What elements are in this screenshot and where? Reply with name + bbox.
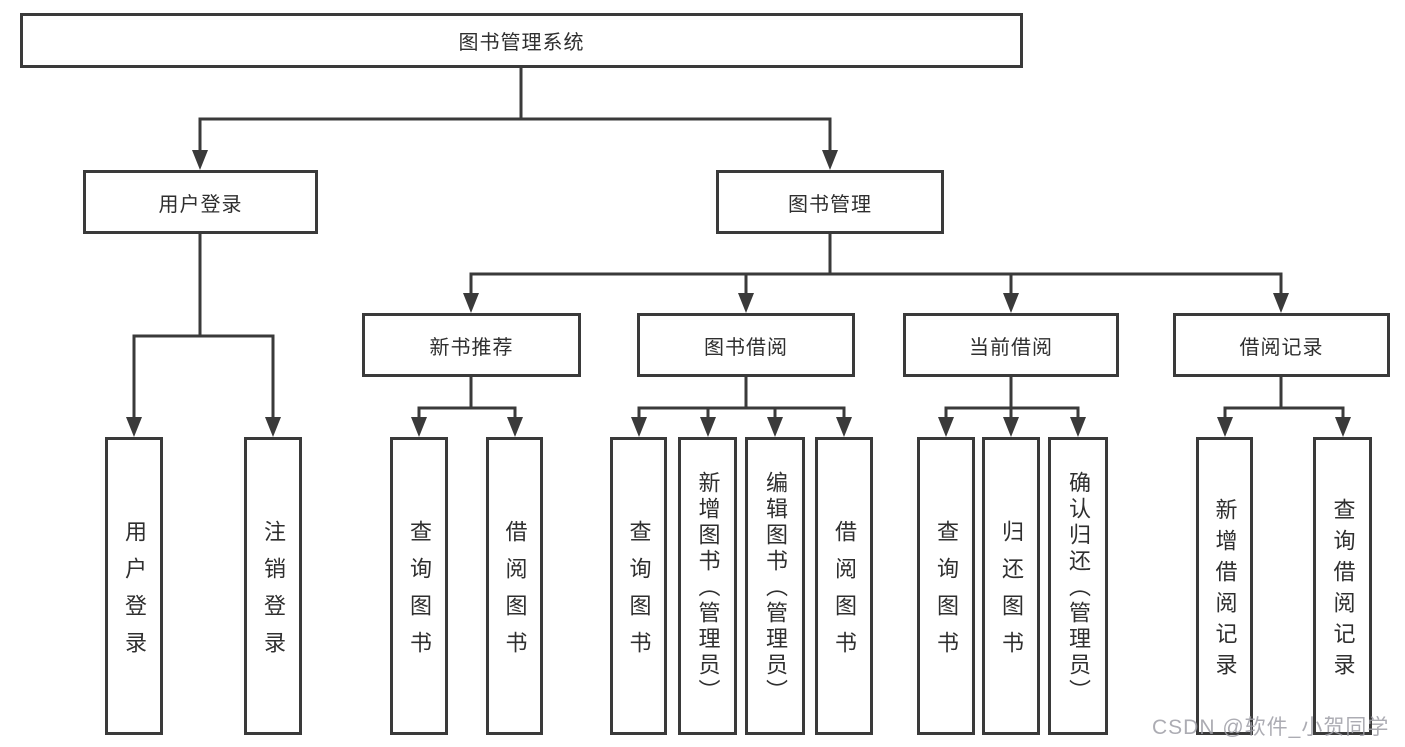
leaf-logout-label: 注销登录 [261,519,286,668]
leaf-edit-book-admin: 编辑图书（管理员） [745,437,805,735]
leaf-return-book: 归还图书 [982,437,1040,735]
node-user-login-group: 用户登录 [83,170,318,234]
leaf-confirm-return-admin: 确认归还（管理员） [1048,437,1108,735]
leaf-edit-book-admin-label: 编辑图书（管理员） [763,471,788,705]
leaf-user-login: 用户登录 [105,437,163,735]
node-book-borrowing: 图书借阅 [637,313,855,377]
leaf-add-borrow-record-label: 新增借阅记录 [1212,497,1238,684]
node-new-book-recommend-label: 新书推荐 [429,336,514,359]
leaf-add-book-admin-label: 新增图书（管理员） [695,471,721,705]
node-borrow-records-label: 借阅记录 [1239,336,1324,359]
leaf-add-borrow-record: 新增借阅记录 [1196,437,1253,735]
node-user-login-label: 用户登录 [158,193,243,216]
leaf-borrow-book-label: 借阅图书 [832,519,857,668]
leaf-borrow-book: 借阅图书 [815,437,873,735]
leaf-borrow-book-recommend: 借阅图书 [486,437,543,735]
leaf-return-book-label: 归还图书 [999,519,1024,668]
node-book-borrowing-label: 图书借阅 [704,336,788,359]
leaf-confirm-return-admin-label: 确认归还（管理员） [1066,471,1091,705]
leaf-query-book-recommend: 查询图书 [390,437,448,735]
node-new-book-recommend: 新书推荐 [362,313,581,377]
leaf-query-book-current-label: 查询图书 [934,519,959,668]
node-root-label: 图书管理系统 [458,32,585,54]
leaf-user-login-label: 用户登录 [122,519,147,668]
node-book-management: 图书管理 [716,170,944,234]
leaf-query-book-recommend-label: 查询图书 [407,519,432,668]
node-current-borrowing-label: 当前借阅 [969,336,1053,359]
leaf-query-borrow-record-label: 查询借阅记录 [1330,497,1356,684]
node-book-management-label: 图书管理 [788,193,872,216]
leaf-logout: 注销登录 [244,437,302,735]
node-root-system: 图书管理系统 [20,13,1023,68]
leaf-query-borrow-record: 查询借阅记录 [1313,437,1372,735]
leaf-borrow-book-recommend-label: 借阅图书 [502,519,528,668]
leaf-query-book-current: 查询图书 [917,437,975,735]
leaf-query-book-borrow-label: 查询图书 [626,519,652,668]
leaf-add-book-admin: 新增图书（管理员） [678,437,737,735]
node-borrow-records: 借阅记录 [1173,313,1390,377]
leaf-query-book-borrow: 查询图书 [610,437,667,735]
node-current-borrowing: 当前借阅 [903,313,1119,377]
watermark-text: CSDN @软件_小贺同学 [1152,716,1390,739]
